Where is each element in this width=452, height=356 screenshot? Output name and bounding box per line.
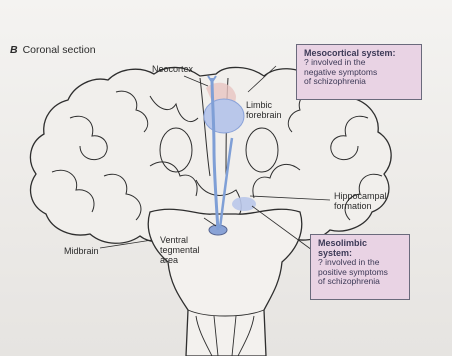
label-neocortex: Neocortex xyxy=(152,64,193,74)
label-line: formation xyxy=(334,201,387,211)
label-line: tegmental xyxy=(160,245,200,255)
mesolimbic-heading: Mesolimbic xyxy=(318,238,404,248)
callout-line: of schizophrenia xyxy=(304,77,416,87)
label-line: area xyxy=(160,255,200,265)
label-line: Limbic xyxy=(246,100,282,110)
label-limbic-forebrain: Limbic forebrain xyxy=(246,100,282,120)
label-line: Hippocampal xyxy=(334,191,387,201)
callout-line: of schizophrenia xyxy=(318,277,404,287)
mesocortical-callout: Mesocortical system: ? involved in the n… xyxy=(296,44,422,100)
label-line: forebrain xyxy=(246,110,282,120)
limbic-forebrain-region xyxy=(204,99,244,133)
hippocampal-region xyxy=(232,197,256,211)
label-hippocampal-formation: Hippocampal formation xyxy=(334,191,387,211)
label-line: Ventral xyxy=(160,235,200,245)
label-midbrain: Midbrain xyxy=(64,246,99,256)
mesolimbic-callout: Mesolimbic system: ? involved in the pos… xyxy=(310,234,410,300)
label-ventral-tegmental-area: Ventral tegmental area xyxy=(160,235,200,265)
